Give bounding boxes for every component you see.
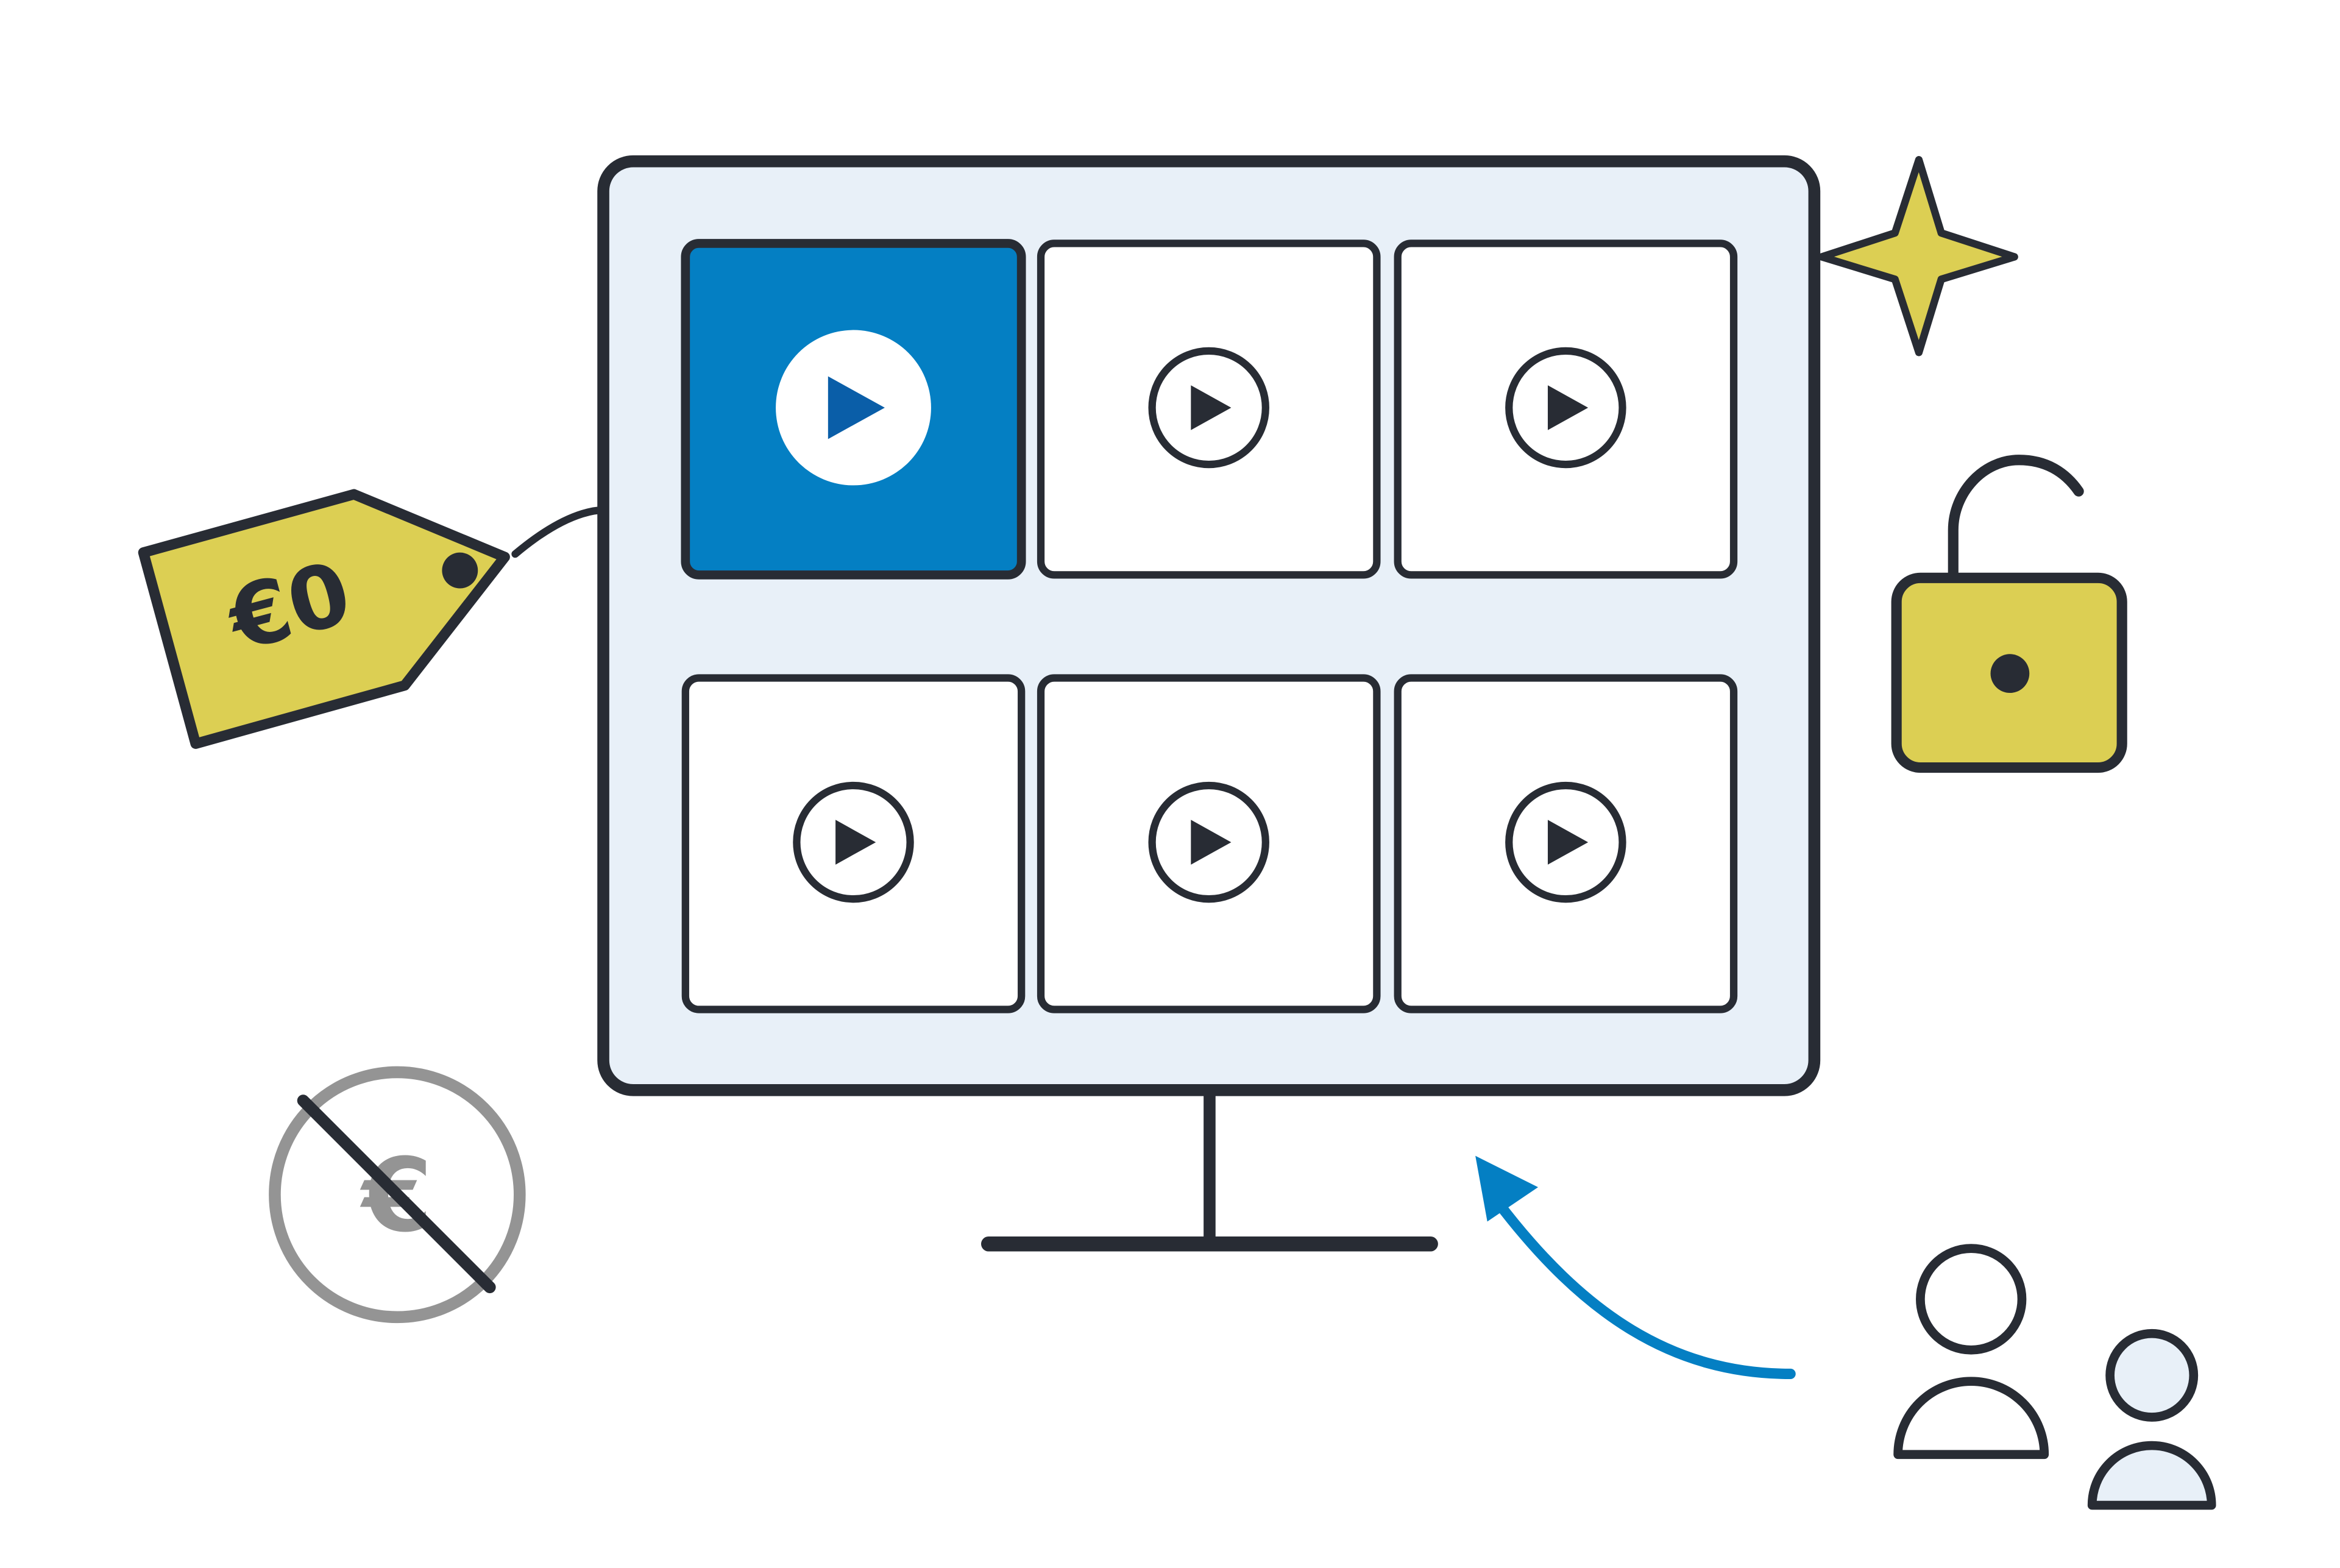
padlock-shackle xyxy=(1948,455,2084,581)
play-button[interactable] xyxy=(1505,347,1626,469)
video-tile[interactable] xyxy=(681,674,1026,1013)
play-icon xyxy=(835,820,876,865)
users-icon xyxy=(1893,1244,2216,1510)
play-icon xyxy=(1191,385,1232,430)
sparkle-icon xyxy=(1818,156,2018,357)
user-head xyxy=(1916,1244,2027,1355)
video-tile[interactable] xyxy=(681,239,1026,580)
play-button[interactable] xyxy=(1148,781,1269,903)
play-icon xyxy=(1547,820,1589,865)
user-head xyxy=(2105,1329,2199,1422)
price-tag-hole xyxy=(442,552,478,589)
unlocked-padlock-icon xyxy=(1891,455,2127,773)
play-icon xyxy=(1191,820,1232,865)
play-icon xyxy=(828,376,885,439)
arrow-head xyxy=(1475,1155,1539,1222)
video-tile[interactable] xyxy=(1037,674,1381,1013)
curved-arrow-icon xyxy=(1475,1155,1796,1380)
video-tile[interactable] xyxy=(1394,239,1738,579)
price-tag: €0 xyxy=(138,489,654,749)
padlock-keyhole xyxy=(1990,654,2030,694)
user-body xyxy=(1893,1377,2049,1460)
monitor xyxy=(597,155,1821,1252)
user-primary xyxy=(1893,1244,2049,1460)
play-button[interactable] xyxy=(1505,781,1626,903)
play-button[interactable] xyxy=(776,330,931,486)
user-secondary xyxy=(2087,1329,2216,1510)
strike-line xyxy=(297,1094,496,1294)
play-button[interactable] xyxy=(1148,347,1269,469)
crossed-currency: € xyxy=(269,1066,526,1324)
play-button[interactable] xyxy=(793,781,914,903)
video-tile-grid xyxy=(681,239,1738,1013)
user-body xyxy=(2087,1441,2216,1510)
price-tag-body xyxy=(138,489,510,749)
video-tile[interactable] xyxy=(1394,674,1738,1013)
play-icon xyxy=(1547,385,1589,430)
video-tile[interactable] xyxy=(1037,239,1381,579)
arrow-curve xyxy=(1492,1197,1796,1380)
